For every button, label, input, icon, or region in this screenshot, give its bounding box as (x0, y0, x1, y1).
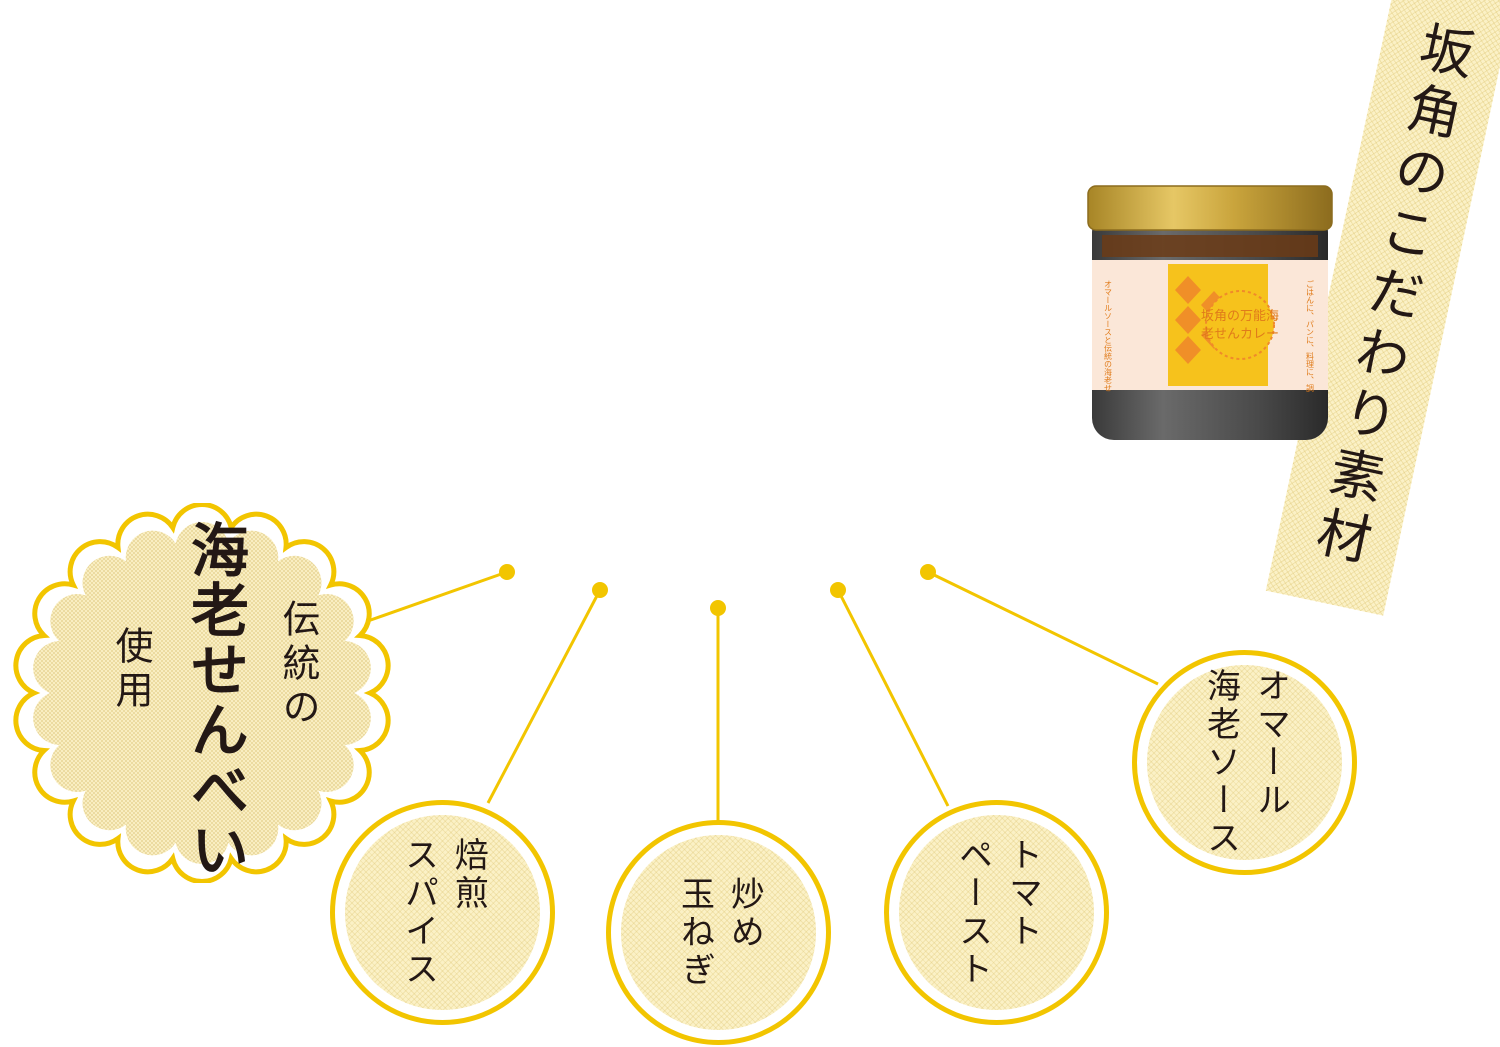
ingredient-circle-onion: 炒め 玉ねぎ (606, 820, 831, 1045)
connector-dot (499, 564, 515, 580)
scalloped-badge (13, 503, 391, 883)
badge-line-3: 使用 (109, 626, 153, 714)
jar-label-title: 老せんカレー (1201, 327, 1279, 342)
badge-line-1: 伝統の (276, 599, 320, 731)
ingredient-line: 海老ソース (1200, 667, 1241, 858)
ingredient-line: スパイス (398, 836, 439, 989)
ingredient-line: 焙煎 (448, 836, 489, 913)
badge-text: 伝統の 海老せんべい 使用 (60, 520, 370, 880)
ingredient-line: ペースト (952, 836, 993, 989)
connector-dot (592, 582, 608, 598)
ingredient-circle-lobster: オマール 海老ソース (1132, 650, 1357, 875)
connector-line-spice (486, 589, 602, 804)
connector-line-badge (364, 570, 508, 624)
connector-dot (710, 600, 726, 616)
ingredient-circle-tomato: トマト ペースト (884, 800, 1109, 1025)
connector-dot (830, 582, 846, 598)
connector-line-tomato (836, 589, 950, 807)
jar-label-right: ごはんに、パンに、料理に、調 (1306, 279, 1315, 393)
jar-label-title: 坂角の万能海 (1201, 309, 1279, 324)
ingredient-circle-spice: 焙煎 スパイス (330, 800, 555, 1025)
connector-dot (920, 564, 936, 580)
ingredient-line: オマール (1250, 667, 1291, 820)
badge-line-2: 海老せんべい (181, 520, 249, 880)
jar-label-left: オマールソースと伝統の海老せ (1104, 280, 1113, 392)
connector-line-lobster (927, 570, 1159, 686)
ingredient-line: トマト (1002, 836, 1043, 951)
ingredient-line: 炒め (724, 875, 765, 952)
ingredient-line: 玉ねぎ (674, 875, 715, 990)
